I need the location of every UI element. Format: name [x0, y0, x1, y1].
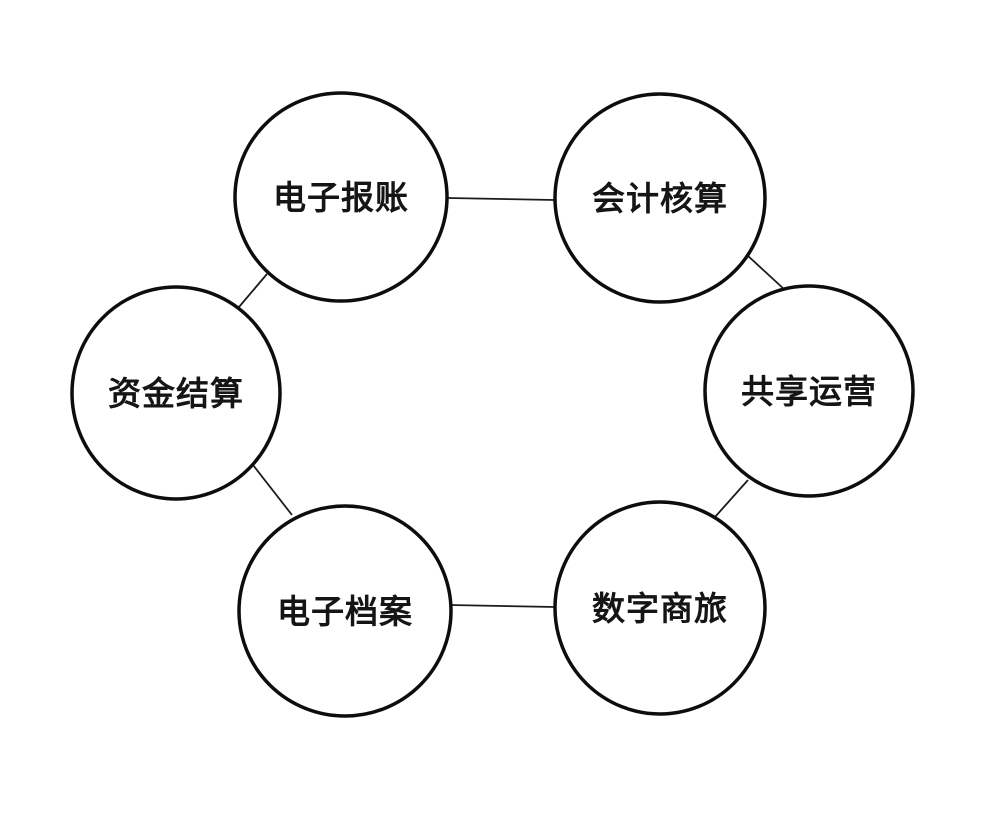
node-circle-funds-settlement [70, 285, 282, 501]
node-label-shared-operations: 共享运营 [741, 374, 877, 411]
node-label-accounting: 会计核算 [592, 180, 728, 218]
edge-shared-operations-to-digital-business-travel [714, 479, 749, 518]
node-label-electronic-archives: 电子档案 [277, 594, 413, 631]
node-label-electronic-reimbursement: 电子报账 [273, 180, 409, 217]
node-label-funds-settlement: 资金结算 [108, 375, 244, 413]
edges-layer [238, 197, 786, 608]
edge-electronic-archives-to-funds-settlement [252, 464, 293, 516]
node-circle-electronic-reimbursement [233, 91, 449, 303]
node-electronic-archives: 电子档案 [237, 504, 453, 718]
node-circle-electronic-archives [237, 504, 453, 718]
node-circle-shared-operations [703, 284, 915, 498]
edge-accounting-to-shared-operations [746, 254, 786, 291]
node-accounting: 会计核算 [553, 92, 767, 304]
node-digital-business-travel: 数字商旅 [553, 500, 767, 716]
edge-digital-business-travel-to-electronic-archives [448, 604, 556, 608]
edge-electronic-reimbursement-to-accounting [447, 197, 556, 201]
node-funds-settlement: 资金结算 [70, 285, 282, 501]
node-label-digital-business-travel: 数字商旅 [592, 591, 728, 628]
node-shared-operations: 共享运营 [703, 284, 915, 498]
node-circle-digital-business-travel [553, 500, 767, 716]
node-electronic-reimbursement: 电子报账 [233, 91, 449, 303]
edge-funds-settlement-to-electronic-reimbursement [238, 273, 268, 308]
node-circle-accounting [553, 92, 767, 304]
